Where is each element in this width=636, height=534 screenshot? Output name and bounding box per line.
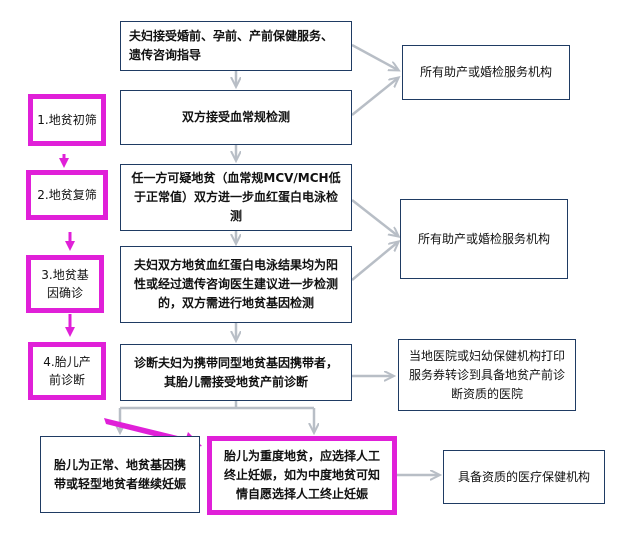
couple-services-box: 夫妇接受婚前、孕前、产前保健服务、遗传咨询指导 bbox=[120, 21, 352, 71]
qualified-institution-box: 具备资质的医疗保健机构 bbox=[443, 450, 605, 504]
step-1-label: 1.地贫初筛 bbox=[28, 94, 106, 146]
institutions-box-2: 所有助产或婚检服务机构 bbox=[400, 199, 568, 279]
step-2-label: 2.地贫复筛 bbox=[26, 170, 108, 220]
carrier-diagnosis-box: 诊断夫妇为携带同型地贫基因携带者，其胎儿需接受地贫产前诊断 bbox=[120, 344, 352, 401]
suspected-thalassemia-box: 任一方可疑地贫（血常规MCV/MCH低于正常值）双方进一步血红蛋白电泳检测 bbox=[120, 164, 352, 231]
step-3-label: 3.地贫基因确诊 bbox=[26, 255, 104, 313]
normal-fetus-box: 胎儿为正常、地贫基因携带或轻型地贫者继续妊娠 bbox=[40, 436, 200, 513]
blood-routine-box: 双方接受血常规检测 bbox=[120, 90, 352, 145]
severe-thalassemia-box: 胎儿为重度地贫，应选择人工终止妊娠，如为中度地贫可知情自愿选择人工终止妊娠 bbox=[207, 436, 397, 515]
referral-box: 当地医院或妇幼保健机构打印服务券转诊到具备地贫产前诊断资质的医院 bbox=[398, 339, 576, 411]
electrophoresis-result-box: 夫妇双方地贫血红蛋白电泳结果均为阳性或经过遗传咨询医生建议进一步检测的，双方需进… bbox=[120, 246, 352, 323]
step-4-label: 4.胎儿产前诊断 bbox=[28, 342, 106, 400]
institutions-box-1: 所有助产或婚检服务机构 bbox=[402, 45, 570, 100]
